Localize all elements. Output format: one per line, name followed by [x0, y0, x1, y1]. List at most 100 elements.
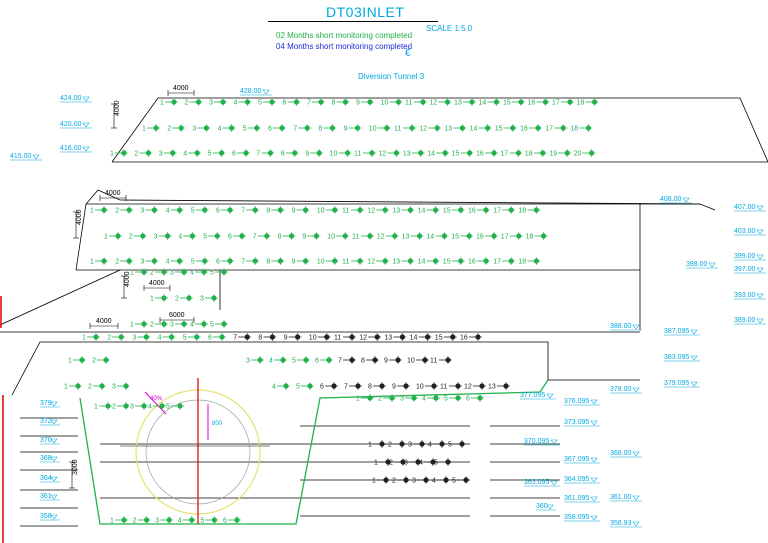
- bolt-number: 1: [130, 270, 134, 277]
- bolt-number: 1: [160, 100, 164, 107]
- rock-bolt: 8: [361, 356, 379, 365]
- rock-bolt: 5: [434, 458, 452, 467]
- bolt-number: 9: [292, 208, 296, 215]
- bolt-number: 10: [369, 126, 377, 133]
- level-marker: 387.095: [664, 328, 700, 336]
- rock-bolt: 2: [115, 257, 134, 266]
- level-marker: 424.00: [60, 95, 92, 103]
- rock-bolt: 18: [525, 149, 547, 158]
- rock-bolt: 4: [148, 402, 166, 411]
- level-marker: 361.095: [564, 495, 600, 503]
- level-marker: 361.00: [610, 494, 642, 502]
- rock-bolt: 8: [281, 149, 299, 158]
- bolt-number: 12: [377, 234, 385, 241]
- rock-bolt: 13: [488, 382, 510, 391]
- rock-bolt: 2: [150, 320, 168, 329]
- bolt-number: 10: [317, 259, 325, 266]
- rock-bolt: 5: [292, 356, 310, 365]
- level-marker: 361: [40, 493, 60, 501]
- rock-bolt: 15: [451, 232, 474, 241]
- bolt-number: 1: [372, 478, 376, 485]
- dimension: 4000: [143, 280, 171, 291]
- dimension: 4000: [99, 190, 127, 201]
- legend-blue: 04 Months short monitoring completed: [276, 42, 413, 51]
- level-value: 370: [40, 437, 52, 444]
- level-value: 389.00: [734, 317, 756, 324]
- level-value: 388.00: [610, 323, 632, 330]
- level-marker: 360: [536, 503, 556, 511]
- rock-bolt: 5: [208, 149, 226, 158]
- bolt-number: 16: [476, 234, 484, 241]
- rock-bolt: 9: [392, 382, 410, 391]
- bolt-number: 9: [344, 126, 348, 133]
- rock-bolt: 8: [332, 98, 350, 107]
- rock-bolt: 4: [190, 320, 208, 329]
- bolt-number: 5: [444, 396, 448, 403]
- level-marker: 397.00: [734, 266, 766, 274]
- rock-bolt: 15: [503, 98, 525, 107]
- bolt-number: 1: [110, 151, 114, 158]
- rock-bolt: 13: [403, 149, 425, 158]
- rock-bolt: 16: [528, 98, 550, 107]
- level-marker: 403.00: [734, 228, 766, 236]
- rock-bolt: 4: [158, 333, 176, 342]
- bolt-number: 4: [432, 478, 436, 485]
- bolt-number: 11: [394, 126, 401, 133]
- level-value: 403.00: [734, 228, 756, 235]
- bolt-number: 1: [130, 322, 134, 329]
- bolt-number: 2: [112, 404, 116, 411]
- bolt-number: 16: [468, 259, 476, 266]
- bolt-number: 15: [503, 100, 511, 107]
- bolt-number: 17: [493, 208, 501, 215]
- rock-bolt: 10: [407, 356, 429, 365]
- rock-bolt: 3: [412, 476, 430, 485]
- rock-bolt: 13: [392, 257, 415, 266]
- bolt-number: 10: [327, 234, 335, 241]
- rock-bolt: 4: [183, 149, 202, 158]
- bolt-number: 5: [210, 322, 214, 329]
- level-marker: 356.93: [610, 520, 642, 528]
- dimension: 3000: [69, 459, 79, 489]
- rock-bolt: 1: [160, 98, 178, 107]
- bolt-number: 3: [408, 442, 412, 449]
- level-marker: 373.095: [564, 419, 600, 427]
- bolt-number: 6: [466, 396, 470, 403]
- bolt-number: 2: [150, 270, 154, 277]
- level-value: 361.095: [564, 495, 589, 502]
- rock-bolt: 20: [574, 149, 596, 158]
- bolt-number: 8: [258, 335, 262, 342]
- level-value: 379: [40, 400, 52, 407]
- rock-bolt: 4: [432, 476, 450, 485]
- level-marker: 399.00: [734, 253, 766, 261]
- rock-bolt: 16: [468, 257, 490, 266]
- bolt-number: 6: [315, 358, 319, 365]
- bolt-number: 8: [266, 259, 270, 266]
- bolt-number: 16: [468, 208, 476, 215]
- level-value: 363.095: [524, 479, 549, 486]
- level-value: 415.00: [10, 153, 32, 160]
- rock-bolt: 8: [278, 232, 296, 241]
- bolt-number: 1: [68, 358, 72, 365]
- rock-bolt: 5: [191, 206, 209, 215]
- bolt-number: 8: [281, 151, 285, 158]
- bolt-number: 6: [283, 100, 287, 107]
- rock-bolt: 9: [302, 232, 321, 241]
- rock-bolt: 5: [210, 320, 228, 329]
- rock-bolt: 16: [468, 206, 490, 215]
- bolt-number: 4: [269, 358, 273, 365]
- bolt-number: 3: [170, 322, 174, 329]
- bolt-number: 11: [342, 208, 349, 215]
- bolt-number: 12: [367, 259, 375, 266]
- bolt-number: 5: [208, 151, 212, 158]
- bolt-number: 3: [159, 151, 163, 158]
- bolt-number: 2: [150, 322, 154, 329]
- bolt-number: 9: [305, 151, 309, 158]
- rock-bolt: 10: [309, 333, 331, 342]
- rock-bolt: 4: [178, 232, 197, 241]
- rock-bolt: 12: [359, 333, 382, 342]
- rock-bolt: 4: [269, 356, 287, 365]
- rock-bolt: 3: [170, 268, 188, 277]
- bolt-number: 7: [241, 259, 245, 266]
- bolt-number: 19: [549, 151, 557, 158]
- rock-bolt: 18: [518, 257, 541, 266]
